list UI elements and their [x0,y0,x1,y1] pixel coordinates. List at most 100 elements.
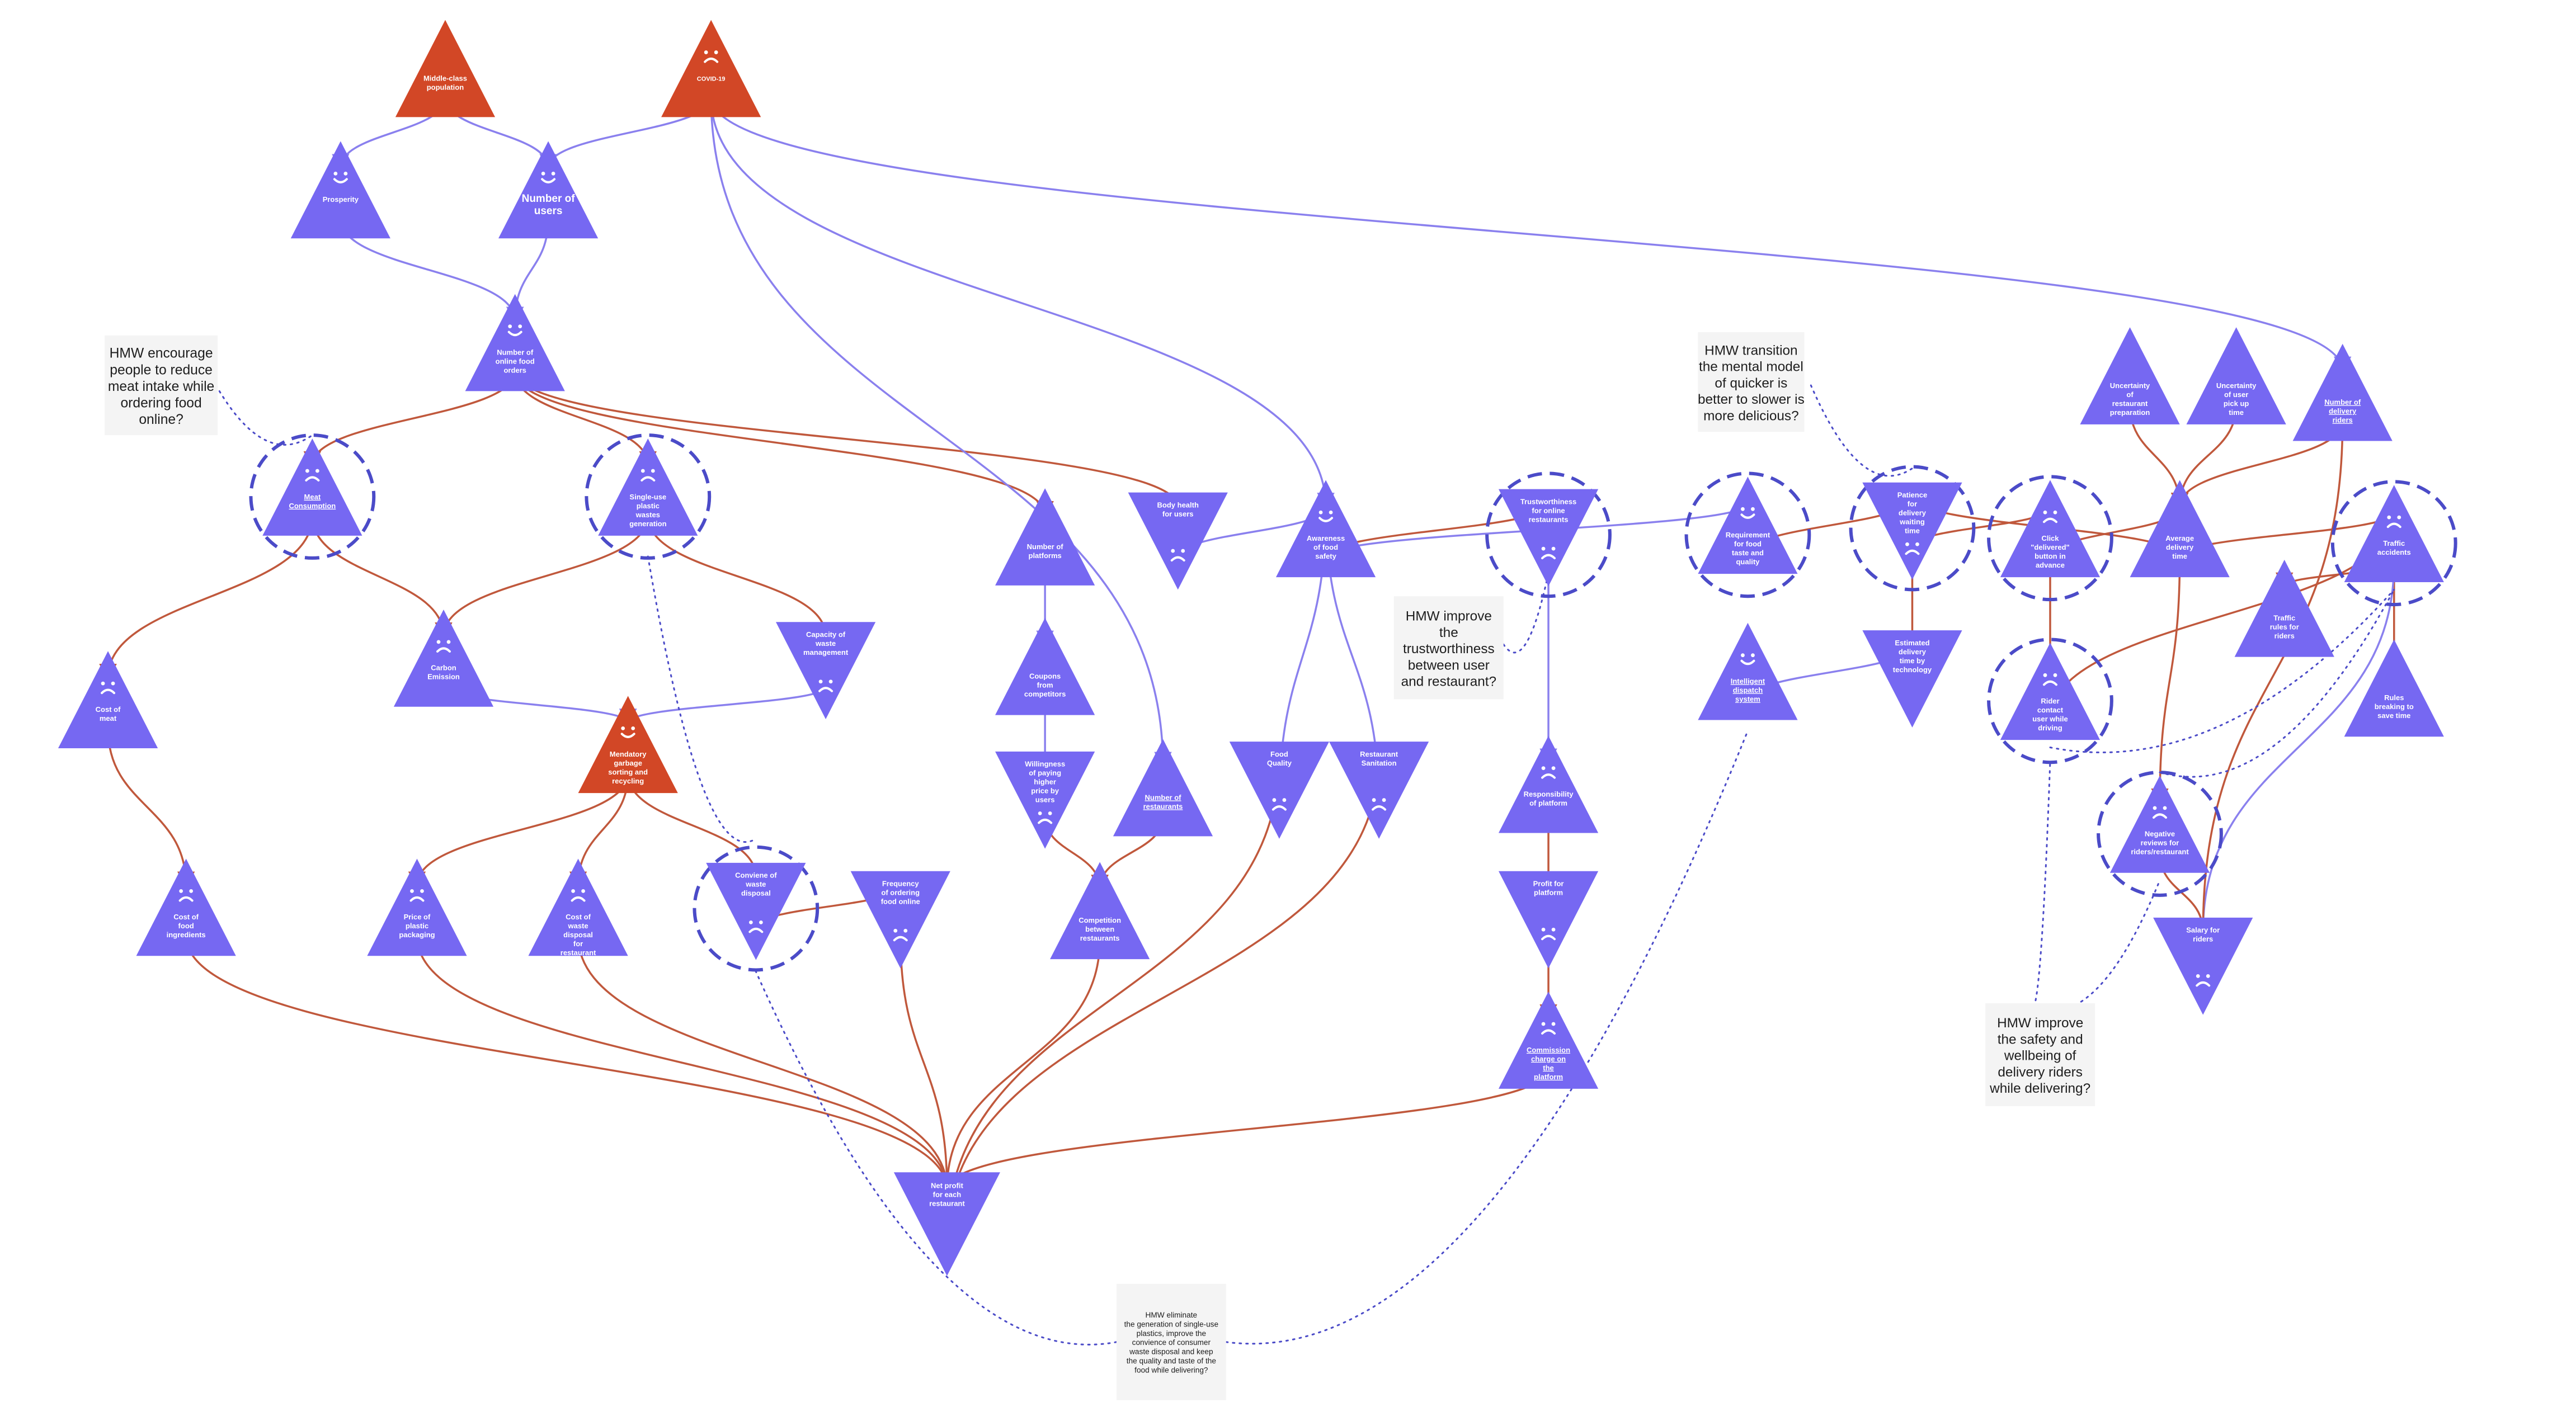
highlight-circle-meat_consumption [249,433,376,560]
node-triangle [1050,862,1150,960]
node-prosperity[interactable]: Prosperity [290,141,390,239]
node-triangle [2344,639,2444,737]
dotted-link-3 [2029,759,2051,1009]
edge-plastic_waste-to-capacity_waste [647,516,835,640]
edge-meat_consumption-to-cost_meat [99,516,314,682]
node-triangle [465,294,565,391]
smile-face-icon [333,171,348,183]
dotted-link-1 [1503,572,1550,654]
frown-face-icon [2042,673,2057,686]
highlight-circle-click_delivered [1987,475,2113,602]
highlight-circle-requirement_taste [1684,471,1811,598]
node-triangle [1498,735,1599,833]
edge-covid-to-num_restaurants [710,97,1172,770]
frown-face-icon [818,679,833,692]
edge-cost_disposal-to-net_profit [577,936,956,1193]
frown-face-icon [1372,798,1387,811]
edge-garbage_sorting-to-price_packaging [408,773,629,889]
node-triangle [528,858,628,956]
smile-face-icon [1740,507,1755,519]
dotted-link-6 [1225,730,1749,1345]
node-covid[interactable]: COVID-19 [661,20,761,117]
frown-face-icon [1905,542,1920,555]
edge-competition-to-net_profit [938,939,1101,1193]
node-triangle [850,871,950,969]
frown-face-icon [178,889,194,902]
edge-num_riders-to-salary_riders [2194,421,2344,936]
node-triangle [367,858,467,956]
sticky-note [1116,1283,1226,1400]
edge-avg_delivery-to-negative_reviews [2151,557,2181,806]
node-triangle [290,141,390,239]
frown-face-icon [2153,806,2167,819]
edge-cost_ingredients-to-net_profit [185,936,956,1193]
smile-face-icon [620,726,635,738]
highlight-circle-convenience_disposal [693,845,820,972]
frown-face-icon [893,928,908,942]
sticky-note [105,335,218,436]
smile-face-icon [507,324,522,337]
